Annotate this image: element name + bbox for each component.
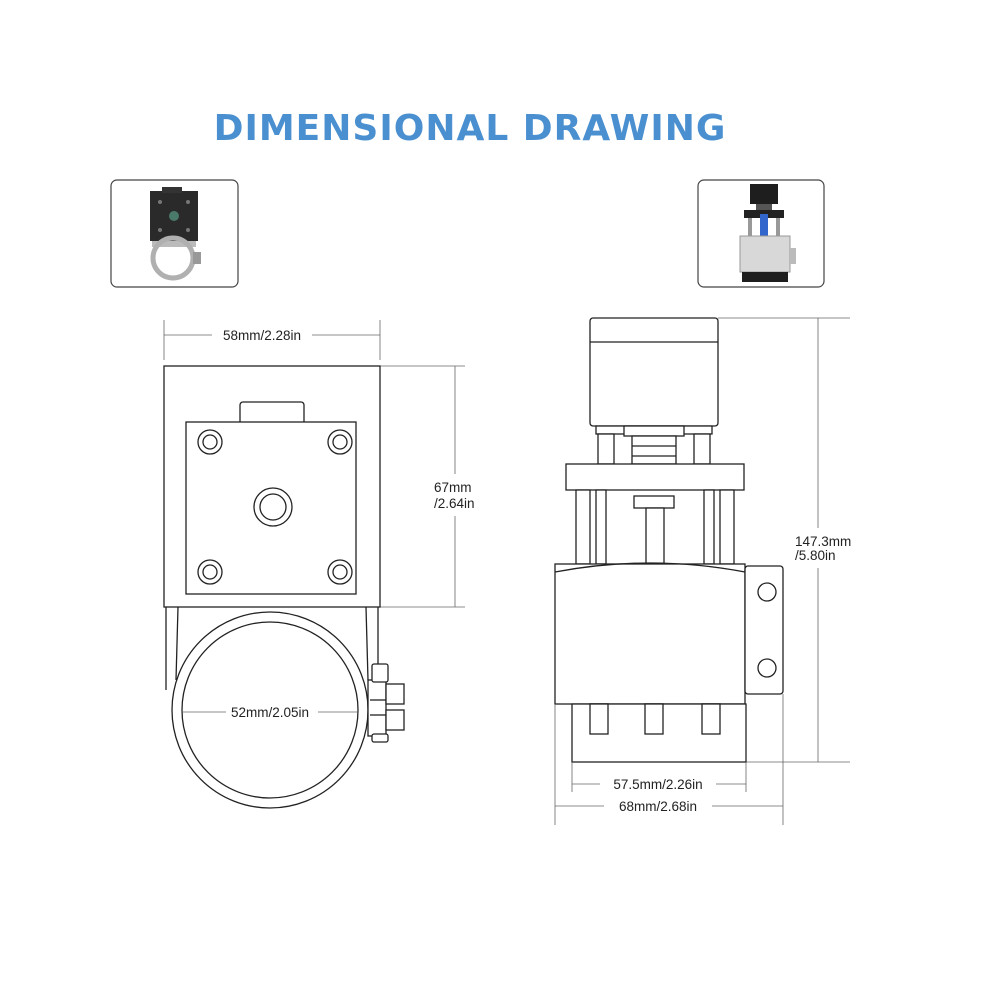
side-view-thumbnail — [697, 179, 825, 288]
dim-total-height-in: /5.80in — [795, 548, 836, 563]
dim-height-plate-mm: 67mm — [434, 480, 472, 495]
dim-width-top: 58mm/2.28in — [223, 328, 301, 343]
dim-inner-width: 57.5mm/2.26in — [613, 777, 702, 792]
side-view-drawing: 147.3mm /5.80in — [554, 317, 851, 825]
dim-height-plate-in: /2.64in — [434, 496, 475, 511]
front-view-drawing: 58mm/2.28in 67mm /2.64in — [163, 320, 475, 809]
page-title: DIMENSIONAL DRAWING — [213, 108, 727, 149]
front-view-thumbnail — [110, 179, 239, 288]
dim-outer-width: 68mm/2.68in — [619, 799, 697, 814]
dim-ring-diameter: 52mm/2.05in — [231, 705, 309, 720]
dim-total-height-mm: 147.3mm — [795, 534, 851, 549]
